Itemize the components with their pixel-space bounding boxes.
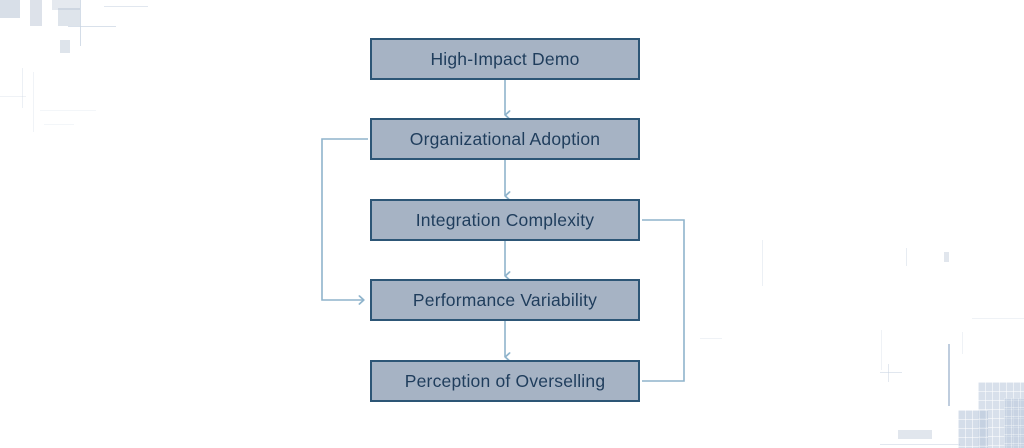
- flow-node-label: Organizational Adoption: [409, 128, 601, 149]
- flow-node-organizational-adoption[interactable]: Organizational Adoption: [370, 118, 640, 160]
- edge-complexity-to-overselling-feedback: [642, 219, 685, 382]
- flow-node-performance-variability[interactable]: Performance Variability: [370, 279, 640, 321]
- flow-node-label: High-Impact Demo: [430, 48, 580, 69]
- flow-node-high-impact-demo[interactable]: High-Impact Demo: [370, 38, 640, 80]
- flow-node-integration-complexity[interactable]: Integration Complexity: [370, 199, 640, 241]
- flow-node-label: Integration Complexity: [415, 209, 595, 230]
- flow-node-label: Perception of Overselling: [404, 370, 606, 391]
- flow-node-perception-of-overselling[interactable]: Perception of Overselling: [370, 360, 640, 402]
- flow-node-label: Performance Variability: [412, 289, 598, 310]
- edge-adoption-to-variability-feedback: [321, 138, 368, 305]
